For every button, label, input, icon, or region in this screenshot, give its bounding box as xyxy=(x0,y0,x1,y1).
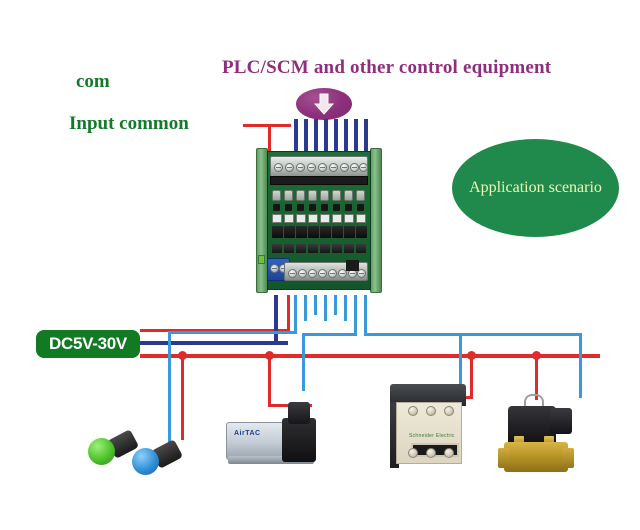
output-wire-1-h xyxy=(168,331,297,334)
output-wire-7 xyxy=(354,295,357,335)
power-feed-navy-to-module xyxy=(274,295,278,343)
blue-indicator-lamp xyxy=(128,434,190,490)
power-rail-red-main xyxy=(140,354,600,358)
contactor-terminal xyxy=(444,406,454,416)
valve-brand-label: AirTAC xyxy=(234,430,261,437)
valve-nut xyxy=(544,436,554,446)
pneumatic-solenoid-valve: AirTAC xyxy=(226,400,318,472)
module-rail-right xyxy=(370,148,382,293)
brass-solenoid-valve xyxy=(498,392,578,480)
contactor-terminal xyxy=(426,448,436,458)
contactor-brand-label: Schneider Electric xyxy=(409,433,455,439)
terminal-screw xyxy=(328,269,337,278)
application-scenario-label: Application scenario xyxy=(469,179,602,196)
output-wire-8-h xyxy=(364,333,582,336)
valve-connector xyxy=(288,402,310,424)
device-feed-red-brass-valve xyxy=(535,356,538,400)
valve-nut xyxy=(514,436,524,446)
signal-wire-7 xyxy=(354,119,358,153)
module-header-pins xyxy=(346,260,359,271)
terminal-screw xyxy=(318,269,327,278)
output-wire-8-brass-drop xyxy=(579,333,582,398)
output-wire-7-h xyxy=(302,333,357,336)
terminal-screw xyxy=(340,163,349,172)
signal-wire-6 xyxy=(344,119,348,153)
valve-brass-body xyxy=(504,442,568,472)
device-feed-red-lamp xyxy=(181,356,184,440)
contactor-top-cover xyxy=(390,384,466,406)
optocoupler-module xyxy=(256,148,382,293)
output-wire-7-drop xyxy=(302,333,305,391)
power-supply-label: DC5V-30V xyxy=(49,334,127,353)
power-supply-badge: DC5V-30V xyxy=(36,330,140,358)
valve-port-inlet xyxy=(498,448,510,468)
down-arrow-icon xyxy=(314,93,334,115)
signal-direction-badge xyxy=(296,88,352,120)
signal-wire-5 xyxy=(334,119,338,153)
wire-junction-dot xyxy=(467,351,476,360)
green-indicator-lamp xyxy=(84,424,146,480)
output-wire-8 xyxy=(364,295,367,335)
terminal-screw xyxy=(285,163,294,172)
terminal-screw xyxy=(338,269,347,278)
terminal-screw xyxy=(288,269,297,278)
wire-junction-dot xyxy=(532,351,541,360)
output-wire-1 xyxy=(294,295,297,333)
valve-port-outlet xyxy=(562,448,574,468)
power-rail-navy xyxy=(140,341,288,345)
input-terminal-block xyxy=(270,156,368,177)
contactor-terminal xyxy=(426,406,436,416)
terminal-screw xyxy=(350,163,359,172)
output-wire-1-drop xyxy=(168,331,171,443)
terminal-screw xyxy=(308,269,317,278)
application-scenario-callout: Application scenario xyxy=(452,139,619,237)
output-wire-4 xyxy=(324,295,327,321)
lamp-lens-blue xyxy=(132,448,159,475)
terminal-screw xyxy=(274,163,283,172)
wire-junction-dot xyxy=(178,351,187,360)
onboard-capacitor xyxy=(258,255,265,264)
lamp-lens-green xyxy=(88,438,115,465)
terminal-screw xyxy=(357,269,366,278)
contactor-terminal xyxy=(408,406,418,416)
wire-junction-dot xyxy=(265,351,274,360)
valve-manual-override-loop xyxy=(524,394,544,410)
wire-input-common-vertical xyxy=(268,124,271,154)
output-wire-6 xyxy=(344,295,347,321)
power-feed-red-to-module xyxy=(287,295,290,332)
output-wire-2 xyxy=(304,295,307,321)
solenoid-connector xyxy=(550,408,572,434)
terminal-block-base xyxy=(270,176,368,185)
contactor-terminal xyxy=(444,448,454,458)
label-input-common: Input common xyxy=(69,113,189,134)
page-title: PLC/SCM and other control equipment xyxy=(222,57,552,78)
terminal-screw xyxy=(329,163,338,172)
terminal-screw xyxy=(359,163,368,172)
output-wire-3 xyxy=(314,295,317,315)
output-wire-5 xyxy=(334,295,337,315)
terminal-screw xyxy=(296,163,305,172)
label-com: com xyxy=(76,71,110,92)
ac-contactor: Schneider Electric xyxy=(390,384,470,470)
signal-wire-8 xyxy=(364,119,368,153)
contactor-terminal xyxy=(408,448,418,458)
contactor-side-panel xyxy=(390,402,399,468)
device-feed-red-contactor xyxy=(470,356,473,398)
signal-wire-1 xyxy=(294,119,298,153)
device-feed-red-pneumatic-valve xyxy=(268,356,271,406)
signal-wire-2 xyxy=(304,119,308,153)
signal-wire-4 xyxy=(324,119,328,153)
wire-input-common-horizontal xyxy=(243,124,291,127)
valve-base-plate xyxy=(228,456,314,464)
signal-wire-3 xyxy=(314,119,318,153)
power-rail-red-upper xyxy=(140,329,290,332)
terminal-screw xyxy=(298,269,307,278)
terminal-screw xyxy=(270,264,279,273)
terminal-screw xyxy=(307,163,316,172)
valve-coil xyxy=(282,418,316,462)
terminal-screw xyxy=(318,163,327,172)
